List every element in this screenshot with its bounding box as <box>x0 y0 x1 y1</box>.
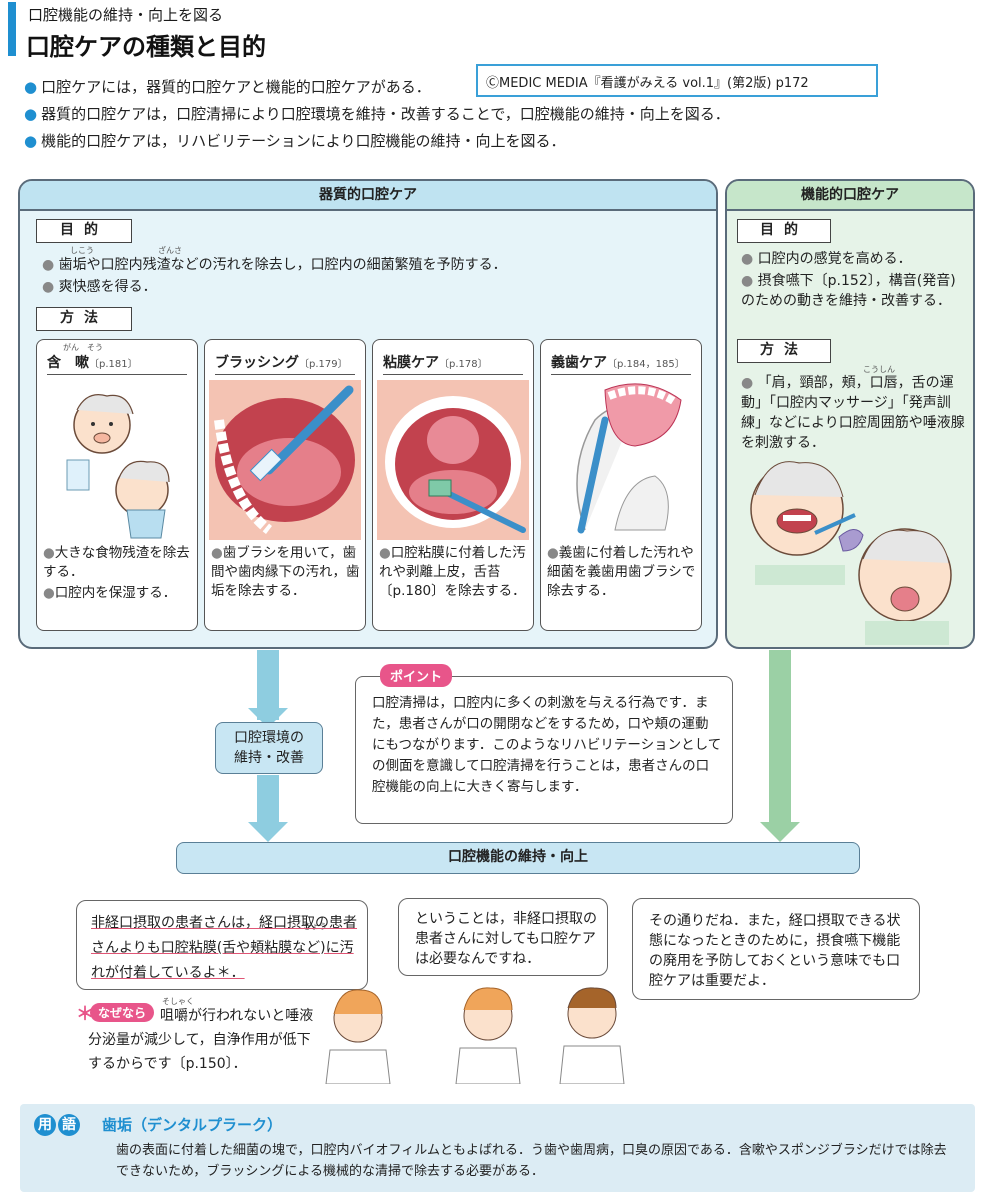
speech-bubble-3: その通りだね．また，経口摂取できる状態になったときのために，摂食嚥下機能の廃用を… <box>632 898 920 1000</box>
intro-bullet: ●機能的口腔ケアは，リハビリテーションにより口腔機能の維持・向上を図る． <box>24 132 566 150</box>
bullet-dot-icon: ● <box>24 105 38 123</box>
bullet-dot-icon: ● <box>24 78 38 96</box>
reason-badge: なぜなら <box>90 1003 155 1022</box>
asterisk-icon: ＊ <box>76 1004 94 1025</box>
method-card-brushing: ブラッシング〔p.179〕 ●歯ブラシを用いて，歯間や歯肉縁下の汚れ，歯垢を除去… <box>204 339 366 631</box>
ruby-shikou: しこう <box>70 246 94 255</box>
arrow-down-icon <box>760 822 800 842</box>
gargle-illustration <box>66 394 170 539</box>
glossary-badge: 語 <box>58 1114 80 1136</box>
method-card-denture: 義歯ケア〔p.184，185〕 ●義歯に付着した汚れや細菌を義歯用歯ブラシで除去… <box>540 339 702 631</box>
nurses-illustration <box>325 987 625 1084</box>
purpose-item: ● 口腔内の感覚を高める． <box>741 251 912 267</box>
card-title: 含 嗽〔p.181〕 <box>47 352 187 375</box>
organic-care-heading: 器質的口腔ケア <box>20 181 716 211</box>
denture-care-illustration <box>576 383 682 534</box>
method-item: ● 「肩，頸部，頬，口唇，舌の運動」「口腔内マッサージ」「発声訓練」などにより口… <box>741 375 965 451</box>
intro-bullet: ●口腔ケアには，器質的口腔ケアと機能的口腔ケアがある． <box>24 78 431 96</box>
purpose-tag: 目的 <box>36 219 132 243</box>
bubble-text: 非経口摂取の患者さんは，経口摂取の患者さんよりも口腔粘膜(舌や頬粘膜など)に汚れ… <box>91 915 357 981</box>
arrow-down-icon <box>248 708 288 728</box>
method-tag: 方法 <box>36 307 132 331</box>
card-item: ●口腔粘膜に付着した汚れや剥離上皮，舌苔〔p.180〕を除去する． <box>379 545 526 599</box>
purpose-item: ● 歯垢や口腔内残渣などの汚れを除去し，口腔内の細菌繁殖を予防する． <box>42 257 507 273</box>
copyright-box: ⒸMEDIC MEDIA『看護がみえる vol.1』(第2版) p172 <box>476 64 878 97</box>
bubble-text: ということは，非経口摂取の患者さんに対しても口腔ケアは必要なんですね． <box>415 911 597 967</box>
title-accent-bar <box>8 2 16 56</box>
purpose-tag: 目的 <box>737 219 831 243</box>
point-badge: ポイント <box>380 664 453 687</box>
bullet-dot-icon: ● <box>24 132 38 150</box>
reason-text: 咀嚼が行われないと唾液分泌量が減少して，自浄作用が低下するからです〔p.150〕… <box>88 1008 314 1072</box>
glossary-definition: 歯の表面に付着した細菌の塊で，口腔内バイオフィルムともよばれる．う歯や歯周病，口… <box>116 1143 947 1179</box>
card-title: ブラッシング〔p.179〕 <box>215 352 355 375</box>
functional-care-illustration <box>750 461 952 645</box>
ruby-gargle: がん そう <box>63 343 103 352</box>
oral-function-result: 口腔機能の維持・向上 <box>176 842 860 874</box>
glossary-box: 用 語 歯垢（デンタルプラーク） 歯の表面に付着した細菌の塊で，口腔内バイオフィ… <box>20 1104 975 1192</box>
flow-arrow-stem <box>769 650 791 825</box>
page-title: 口腔ケアの種類と目的 <box>26 32 266 61</box>
ruby-koushin: こうしん <box>863 365 895 374</box>
flow-arrow-stem <box>257 775 279 825</box>
functional-care-heading: 機能的口腔ケア <box>727 181 973 211</box>
intro-bullets: ●口腔ケアには，器質的口腔ケアと機能的口腔ケアがある． ●器質的口腔ケアは，口腔… <box>24 74 730 155</box>
mucosa-care-illustration <box>377 380 529 540</box>
arrow-down-icon <box>248 822 288 842</box>
point-box: 口腔清掃は，口腔内に多くの刺激を与える行為です．また，患者さんが口の開閉などをす… <box>355 676 733 824</box>
intro-bullet: ●器質的口腔ケアは，口腔清掃により口腔環境を維持・改善することで，口腔機能の維持… <box>24 105 730 123</box>
card-item: ●歯ブラシを用いて，歯間や歯肉縁下の汚れ，歯垢を除去する． <box>211 545 360 599</box>
method-card-mucosa: 粘膜ケア〔p.178〕 ●口腔粘膜に付着した汚れや剥離上皮，舌苔〔p.180〕を… <box>372 339 534 631</box>
ruby-zansa: ざんさ <box>158 246 182 255</box>
page-subtitle: 口腔機能の維持・向上を図る <box>28 6 224 24</box>
purpose-item: ● 摂食嚥下〔p.152〕，構音(発音)のための動きを維持・改善する． <box>741 273 956 309</box>
card-title: 粘膜ケア〔p.178〕 <box>383 352 523 375</box>
speech-bubble-2: ということは，非経口摂取の患者さんに対しても口腔ケアは必要なんですね． <box>398 898 608 976</box>
card-item: ●大きな食物残渣を除去する． <box>43 545 190 580</box>
method-card-gargle: がん そう 含 嗽〔p.181〕 ●大きな食物残渣を除去する． ●口腔内を保湿す… <box>36 339 198 631</box>
method-tag: 方法 <box>737 339 831 363</box>
ruby-kyou: きょう <box>303 922 327 931</box>
card-title: 義歯ケア〔p.184，185〕 <box>551 352 691 375</box>
card-item: ●義歯に付着した汚れや細菌を義歯用歯ブラシで除去する． <box>547 545 696 599</box>
glossary-term: 歯垢（デンタルプラーク） <box>102 1116 283 1134</box>
glossary-badge: 用 <box>34 1114 56 1136</box>
purpose-item: ● 爽快感を得る． <box>42 279 157 295</box>
flow-arrow-stem <box>257 650 279 720</box>
maintain-improve-label: 口腔環境の 維持・改善 <box>215 722 323 774</box>
bubble-text: その通りだね．また，経口摂取できる状態になったときのために，摂食嚥下機能の廃用を… <box>649 913 901 989</box>
brushing-illustration <box>209 380 361 540</box>
speech-bubble-1: きょう 非経口摂取の患者さんは，経口摂取の患者さんよりも口腔粘膜(舌や頬粘膜など… <box>76 900 368 990</box>
functional-care-box: 機能的口腔ケア 目的 ● 口腔内の感覚を高める． ● 摂食嚥下〔p.152〕，構… <box>725 179 975 649</box>
organic-care-box: 器質的口腔ケア 目的 しこう ざんさ ● 歯垢や口腔内残渣などの汚れを除去し，口… <box>18 179 718 649</box>
card-item: ●口腔内を保湿する． <box>43 585 177 601</box>
ruby-soshaku: そしゃく <box>162 997 194 1006</box>
point-text: 口腔清掃は，口腔内に多くの刺激を与える行為です．また，患者さんが口の開閉などをす… <box>372 695 722 795</box>
